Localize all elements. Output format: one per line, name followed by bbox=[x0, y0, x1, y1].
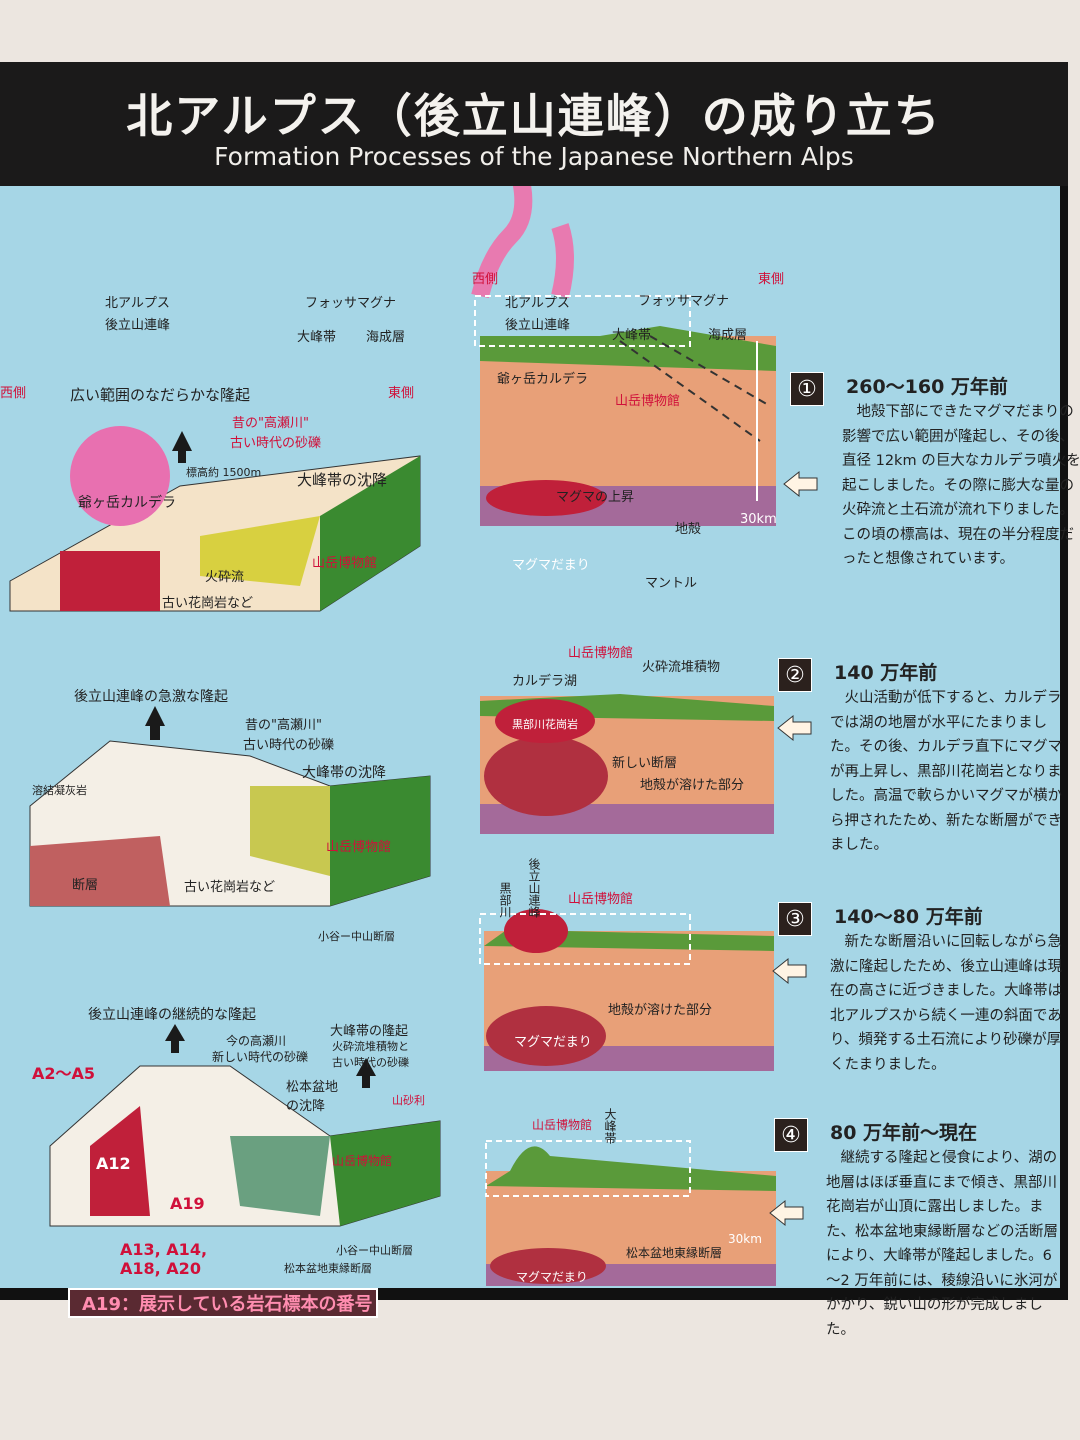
label-furui-kako: 古い花崗岩など bbox=[162, 596, 254, 611]
label-kurobe-kako: 黒部川花崗岩 bbox=[512, 718, 578, 731]
label-chikaku: 地殻 bbox=[675, 522, 702, 537]
block-diagram-3 bbox=[49, 1065, 441, 1227]
label-mukashi: 昔の"高瀬川" bbox=[232, 416, 309, 431]
label-new-fault: 新しい断層 bbox=[612, 756, 678, 771]
step-number-badge: ② bbox=[778, 658, 812, 692]
label-yamasunatoshi: 山砂利 bbox=[392, 1094, 425, 1107]
label-keizoku: 後立山連峰の継続的な隆起 bbox=[88, 1007, 256, 1023]
diagram-panel: 西側 東側 北アルプス 後立山連峰 フォッサマグナ 大峰帯 海成層 爺ヶ岳カルデ… bbox=[0, 186, 1080, 1338]
label-hyoko: 標高約 1500m bbox=[186, 466, 262, 479]
label-melted-2: 地殻が溶けた部分 bbox=[608, 1003, 713, 1018]
label-east: 東側 bbox=[758, 272, 785, 287]
label-30km-4: 30km bbox=[728, 1232, 762, 1246]
label-ushiro-left: 後立山連峰 bbox=[105, 318, 171, 333]
label-kaisei-left: 海成層 bbox=[366, 330, 406, 345]
label-kagadake-block: 爺ヶ岳カルデラ bbox=[78, 495, 176, 511]
label-magma-dam-3: マグマだまり bbox=[514, 1035, 592, 1050]
label-yoketsu: 溶結凝灰岩 bbox=[32, 784, 87, 797]
cross-section-1 bbox=[471, 186, 776, 526]
label-kita-alps-left: 北アルプス bbox=[105, 296, 170, 311]
label-kita-alps: 北アルプス bbox=[505, 296, 570, 311]
compression-arrows bbox=[769, 470, 818, 1227]
label-dansou: 断層 bbox=[72, 878, 99, 893]
label-kaisei: 海成層 bbox=[708, 328, 748, 343]
exhibit-board: 北アルプス（後立山連峰）の成り立ち Formation Processes of… bbox=[0, 62, 1080, 1338]
step-number-badge: ④ bbox=[774, 1118, 808, 1152]
label-ushiro: 後立山連峰 bbox=[505, 318, 571, 333]
label-west-left: 西側 bbox=[0, 386, 27, 401]
label-matsumoto-fault-left: 松本盆地東縁断層 bbox=[284, 1262, 372, 1275]
label-museum-3: 山岳博物館 bbox=[568, 892, 634, 907]
label-museum-block1: 山岳博物館 bbox=[312, 556, 378, 571]
cross-section-3 bbox=[479, 909, 774, 1071]
label-a19: A19 bbox=[170, 1194, 205, 1213]
label-magma-dam: マグマだまり bbox=[512, 558, 590, 573]
label-museum-2: 山岳博物館 bbox=[568, 646, 634, 661]
label-omine-4: 大峰帯 bbox=[603, 1108, 617, 1144]
block-diagram-1 bbox=[9, 426, 421, 612]
label-omine-ryuki: 大峰帯の隆起 bbox=[330, 1024, 409, 1039]
label-kasairyu: 火砕流 bbox=[205, 570, 245, 585]
label-omine-ryuki-sub: 火砕流堆積物と古い時代の砂礫 bbox=[332, 1040, 409, 1069]
label-fossa-left: フォッサマグナ bbox=[305, 296, 397, 311]
step-text: 地殻下部にできたマグマだまりの影響で広い範囲が隆起し、その後、直径 12km の… bbox=[842, 404, 1080, 567]
step-title: 260～160 万年前 bbox=[846, 376, 1008, 398]
label-magma-up: マグマの上昇 bbox=[556, 490, 635, 505]
step-title: 80 万年前～現在 bbox=[830, 1122, 978, 1144]
label-matsumoto-chinko: 松本盆地の沈降 bbox=[286, 1080, 339, 1114]
label-kagadake: 爺ヶ岳カルデラ bbox=[497, 372, 589, 387]
cross-section-4 bbox=[485, 1140, 776, 1286]
label-mantle: マントル bbox=[645, 576, 698, 591]
step-number-badge: ③ bbox=[778, 902, 812, 936]
label-omine-chinko: 大峰帯の沈降 bbox=[297, 471, 388, 489]
label-museum: 山岳博物館 bbox=[615, 394, 681, 409]
label-furui2: 古い花崗岩など bbox=[184, 880, 276, 895]
specimen-number-legend: A19：展示している岩石標本の番号 bbox=[68, 1288, 378, 1318]
label-a13-a20: A13, A14, A18, A20 bbox=[120, 1240, 208, 1278]
uplift-arrows bbox=[145, 431, 376, 1088]
label-omine-left: 大峰帯 bbox=[297, 330, 337, 345]
label-hiroi: 広い範囲のなだらかな隆起 bbox=[70, 386, 251, 404]
label-melted: 地殻が溶けた部分 bbox=[640, 778, 745, 793]
step-title: 140 万年前 bbox=[834, 662, 938, 684]
geology-diagrams bbox=[9, 186, 818, 1286]
label-magma-dam-4: マグマだまり bbox=[516, 1270, 588, 1284]
label-caldera-lake: カルデラ湖 bbox=[512, 674, 578, 689]
label-kasai-taiseki: 火砕流堆積物 bbox=[642, 660, 721, 675]
label-museum-block2: 山岳博物館 bbox=[326, 840, 392, 855]
block-diagram-2 bbox=[29, 740, 431, 907]
label-a12: A12 bbox=[96, 1154, 131, 1173]
label-mukashi-2: 昔の"高瀬川" bbox=[245, 718, 322, 733]
step-text: 火山活動が低下すると、カルデラでは湖の地層が水平にたまりました。その後、カルデラ… bbox=[830, 690, 1062, 853]
step-number-badge: ① bbox=[790, 372, 824, 406]
label-kyugeki: 後立山連峰の急激な隆起 bbox=[74, 689, 228, 705]
step-text: 新たな断層沿いに回転しながら急激に隆起したため、後立山連峰は現在の高さに近づきま… bbox=[830, 934, 1062, 1073]
label-30km: 30km bbox=[740, 512, 777, 527]
label-east-left: 東側 bbox=[388, 386, 415, 401]
step-title: 140～80 万年前 bbox=[834, 906, 983, 928]
label-fossa: フォッサマグナ bbox=[638, 294, 730, 309]
label-a2-a5: A2～A5 bbox=[32, 1064, 96, 1083]
label-museum-block3: 山岳博物館 bbox=[332, 1154, 393, 1168]
label-omine: 大峰帯 bbox=[612, 328, 652, 343]
header: 北アルプス（後立山連峰）の成り立ち Formation Processes of… bbox=[0, 62, 1068, 186]
label-west: 西側 bbox=[472, 272, 499, 287]
label-otani-2: 小谷ー中山断層 bbox=[336, 1244, 413, 1257]
step-text: 継続する隆起と侵食により、湖の地層はほぼ垂直にまで傾き、黒部川花崗岩が山頂に露出… bbox=[826, 1150, 1058, 1338]
label-furui-sareki: 古い時代の砂礫 bbox=[230, 436, 322, 451]
label-museum-4: 山岳博物館 bbox=[532, 1118, 593, 1132]
cross-section-2 bbox=[480, 694, 774, 834]
label-otani: 小谷ー中山断層 bbox=[318, 930, 395, 943]
label-omine-chinko-2: 大峰帯の沈降 bbox=[302, 765, 386, 781]
label-matsumoto-fault: 松本盆地東縁断層 bbox=[626, 1246, 723, 1260]
label-ima-takase: 今の高瀬川 bbox=[226, 1034, 287, 1048]
label-furui-sareki-2: 古い時代の砂礫 bbox=[243, 738, 335, 753]
label-new-sareki: 新しい時代の砂礫 bbox=[212, 1050, 309, 1064]
title-english: Formation Processes of the Japanese Nort… bbox=[214, 142, 854, 171]
title-japanese: 北アルプス（後立山連峰）の成り立ち bbox=[126, 89, 942, 143]
label-kurobegawa: 黒部川 bbox=[498, 882, 512, 918]
label-ushiro-renpo: 後立山連峰 bbox=[527, 858, 541, 918]
